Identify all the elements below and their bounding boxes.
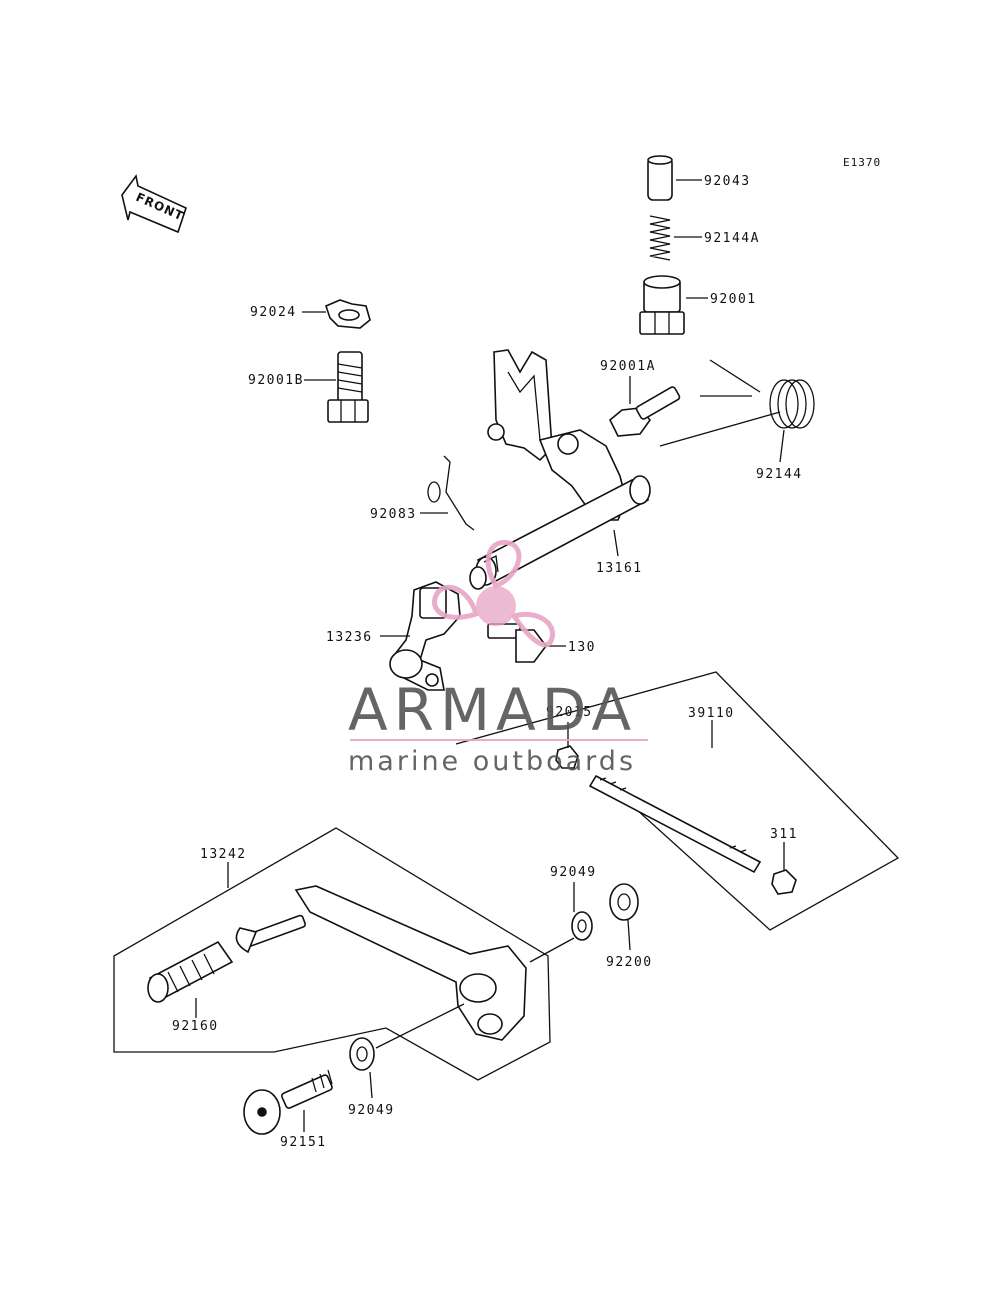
diagram-code: E1370: [843, 156, 881, 169]
spring-92144A: [649, 215, 671, 261]
detent-cap-92043: [647, 155, 673, 201]
part-label-92001: 92001: [710, 292, 757, 307]
part-label-130: 130: [568, 640, 596, 655]
part-label-92043: 92043: [704, 174, 751, 189]
part-label-13236: 13236: [326, 630, 373, 645]
part-label-39110: 39110: [688, 706, 735, 721]
propeller-icon: [432, 539, 555, 648]
part-label-311: 311: [770, 827, 798, 842]
part-label-13161: 13161: [596, 561, 643, 576]
part-label-92049-lower: 92049: [348, 1103, 395, 1118]
plug-bolt-92001: [639, 275, 685, 335]
return-spring-92144: [700, 359, 815, 429]
lock-washer-92024: [325, 299, 371, 329]
part-label-13242: 13242: [200, 847, 247, 862]
pedal-rubber-92160: [147, 940, 234, 1003]
part-label-92144A: 92144A: [704, 231, 760, 246]
shaft-end-collar: [469, 555, 499, 590]
pedal-box-13242: [113, 827, 551, 1081]
spring-92083: [427, 455, 475, 531]
part-label-92049-upper: 92049: [550, 865, 597, 880]
part-label-92001B: 92001B: [248, 373, 304, 388]
part-label-92144: 92144: [756, 467, 803, 482]
part-label-92015: 92015: [546, 705, 593, 720]
tie-rod-box-39110: [455, 671, 900, 931]
watermark-tagline: marine outboards: [348, 746, 636, 777]
shift-pedal-lever: [235, 885, 527, 1041]
pivot-bolt-92151: [243, 1069, 333, 1135]
clamp-bolt-130: [487, 623, 547, 663]
part-label-92083: 92083: [370, 507, 417, 522]
washer-92049-upper: [571, 911, 593, 941]
watermark: ARMADA marine outboards: [348, 539, 648, 777]
part-label-92160: 92160: [172, 1019, 219, 1034]
watermark-brand: ARMADA: [348, 676, 637, 744]
part-label-92200: 92200: [606, 955, 653, 970]
nut-92015: [555, 745, 579, 769]
stud-92001A: [609, 386, 681, 437]
tie-rod: [588, 774, 762, 874]
nut-311: [771, 869, 797, 895]
part-label-92151: 92151: [280, 1135, 327, 1150]
washer-92200: [609, 883, 639, 921]
front-arrow-icon: FRONT: [121, 174, 187, 234]
clamp-lever-13236: [389, 581, 461, 691]
bolt-92001B: [327, 351, 369, 423]
washer-92049-lower: [349, 1037, 375, 1071]
part-label-92001A: 92001A: [600, 359, 656, 374]
part-label-92024: 92024: [250, 305, 297, 320]
